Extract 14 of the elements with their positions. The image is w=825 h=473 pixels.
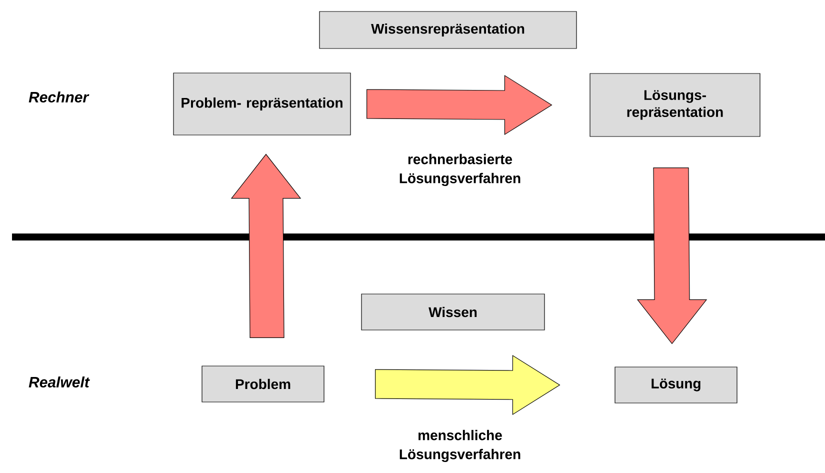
block-arrow	[366, 74, 552, 136]
text-box: Lösungs- repräsentation	[590, 73, 760, 137]
text-box: Lösung	[614, 366, 738, 404]
block-arrow	[375, 354, 560, 416]
text-box: Problem- repräsentation	[173, 72, 351, 136]
edge-label: rechnerbasierte Lösungsverfahren	[400, 154, 520, 186]
row-label: Rechner	[28, 92, 90, 102]
row-label: Realwelt	[28, 376, 90, 388]
text-box: Problem	[202, 366, 324, 402]
text-box: Wissensrepräsentation	[319, 11, 577, 49]
text-box: Wissen	[361, 294, 545, 330]
block-arrow	[636, 168, 708, 344]
edge-label: menschliche Lösungsverfahren	[400, 430, 520, 462]
block-arrow	[230, 154, 302, 338]
